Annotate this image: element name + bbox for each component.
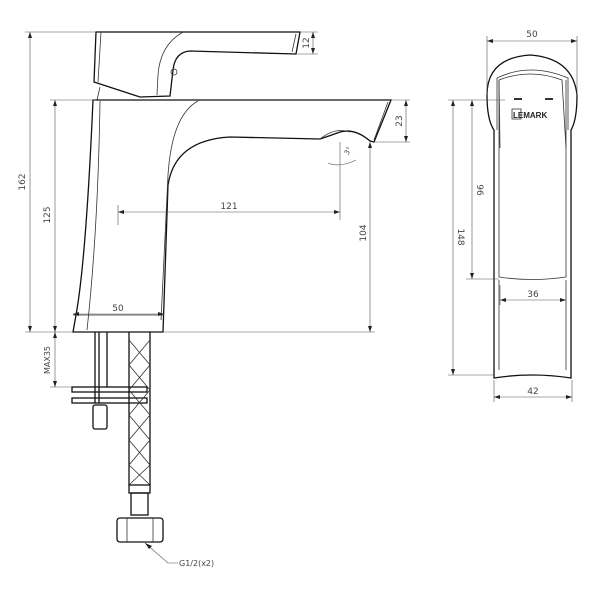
handle-inner [96, 31, 297, 101]
dim-148-label: 148 [455, 228, 465, 245]
front-dimensions: 50 148 96 36 42 [448, 30, 578, 402]
side-dimensions: 162 125 12 23 104 121 50 MAX35 3° G1/2(x… [18, 31, 410, 568]
indicator-slot-hot [514, 98, 522, 100]
faucet-body [72, 99, 392, 333]
threaded-stem [94, 332, 108, 403]
handle-outline [93, 31, 301, 98]
braided-hose [128, 332, 151, 485]
dim-36-label: 36 [527, 290, 539, 300]
dim-121-label: 121 [220, 202, 237, 212]
front-head-inner [496, 69, 569, 149]
brand-logo-box [511, 108, 522, 120]
indicator-slot-cold [545, 98, 553, 100]
dim-125-label: 125 [43, 206, 53, 223]
arrowheads [28, 32, 408, 549]
washer-bottom [71, 397, 148, 404]
dim-50-label: 50 [112, 304, 124, 314]
extension-lines [25, 31, 410, 388]
hose-neck [130, 492, 149, 516]
dim-162-label: 162 [18, 173, 28, 190]
nut-facets [126, 518, 154, 542]
handle-pin [170, 68, 178, 76]
front-inner-panel [498, 80, 567, 370]
dim-max35-label: MAX35 [43, 346, 52, 374]
dim-front-50-label: 50 [526, 30, 538, 40]
dim-42-label: 42 [527, 387, 538, 397]
brand-logo: LEMARK [513, 111, 547, 120]
body-inner-lines [73, 100, 389, 331]
dim-12-label: 12 [302, 37, 312, 48]
mounting-nut [92, 404, 108, 430]
front-view: LEMARK [486, 54, 578, 379]
angle-label: 3° [343, 146, 354, 157]
dim-104-label: 104 [359, 224, 369, 241]
dim-23-label: 23 [395, 115, 405, 126]
hose-ferrule [128, 484, 151, 494]
connection-leader [144, 542, 178, 564]
front-arrowheads [451, 39, 577, 399]
front-extension-lines [448, 36, 578, 402]
washer-top [71, 386, 148, 393]
hose-union-nut [116, 517, 164, 543]
hose-braid-pattern [128, 339, 151, 486]
connection-label: G1/2(x2) [179, 559, 214, 568]
dim-96-label: 96 [474, 184, 484, 196]
angle-arc [327, 159, 357, 166]
side-view [72, 31, 392, 333]
mounting-parts [71, 332, 164, 543]
